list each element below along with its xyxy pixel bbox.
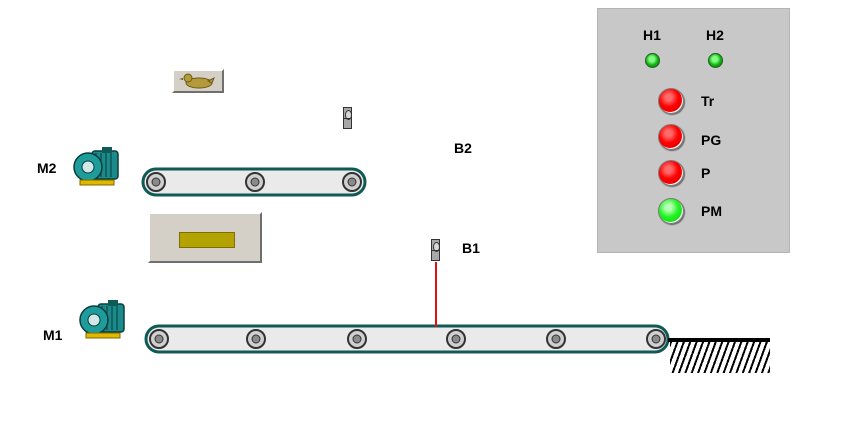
roller <box>347 329 367 349</box>
duck-icon <box>179 73 215 89</box>
button-pg[interactable] <box>658 124 684 150</box>
roller <box>146 172 166 192</box>
button-pm-label: PM <box>701 203 722 219</box>
button-pm[interactable] <box>658 198 684 224</box>
motor-m1-label: M1 <box>43 327 63 343</box>
conveyor-lower <box>144 324 670 354</box>
conveyor-upper <box>141 167 367 197</box>
roller <box>149 329 169 349</box>
button-tr[interactable] <box>658 88 684 114</box>
roller <box>446 329 466 349</box>
part-button[interactable] <box>148 212 262 263</box>
roller <box>246 329 266 349</box>
button-p-label: P <box>701 165 711 181</box>
motor-m2-icon[interactable] <box>72 145 124 189</box>
button-pg-label: PG <box>701 132 722 148</box>
control-panel: H1 H2 Tr PG P PM <box>597 8 790 253</box>
sensor-b1-label: B1 <box>462 240 480 256</box>
ground-line <box>668 338 770 342</box>
lamp-h2-label: H2 <box>706 27 724 43</box>
roller <box>342 172 362 192</box>
lamp-h1-label: H1 <box>643 27 661 43</box>
sensor-b2-label: B2 <box>454 140 472 156</box>
sensor-b1-icon <box>431 239 440 261</box>
lamp-h1-icon <box>645 53 660 68</box>
button-tr-label: Tr <box>701 93 715 109</box>
motor-m2-label: M2 <box>37 160 57 176</box>
sensor-b1-beam <box>435 262 437 327</box>
duck-button[interactable] <box>172 69 224 93</box>
button-p[interactable] <box>658 160 684 186</box>
roller <box>245 172 265 192</box>
roller <box>546 329 566 349</box>
sensor-b2-icon <box>343 107 352 129</box>
motor-m1-icon[interactable] <box>78 298 130 342</box>
lamp-h2-icon <box>708 53 723 68</box>
ground-hatch <box>670 342 770 373</box>
roller <box>646 329 666 349</box>
part-block <box>179 232 235 248</box>
